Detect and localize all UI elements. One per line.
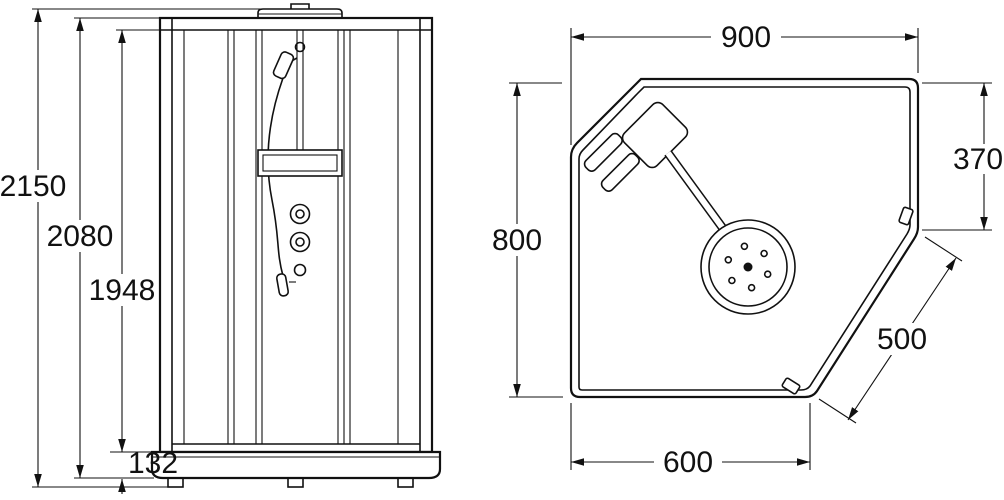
hand-shower-icon (275, 273, 296, 297)
label-mask (711, 21, 781, 53)
top-view-dimensions: 900 370 800 600 500 (483, 21, 1004, 479)
label-mask (654, 446, 722, 478)
shelf (257, 149, 343, 177)
glass-panels (183, 30, 399, 444)
label-mask (47, 220, 113, 252)
label-mask (0, 170, 66, 202)
door-hinge-top (898, 206, 914, 226)
dim-front-width-label: 600 (663, 446, 713, 479)
dim-inner-height-label: 1948 (89, 274, 156, 307)
roof-cap (257, 3, 343, 18)
front-view-dimensions: 2150 2080 1948 132 (0, 8, 291, 494)
dim-overall-depth-label: 800 (492, 224, 542, 257)
label-mask (950, 144, 1004, 174)
dim-tray-height-label: 132 (128, 447, 178, 480)
extension-lines-front (32, 8, 291, 488)
label-mask (483, 224, 551, 256)
dim-right-side-depth-label: 370 (953, 143, 1003, 176)
shower-tray (150, 450, 442, 480)
extension-lines-top (509, 28, 992, 470)
tray-feet (167, 477, 414, 488)
door-hinge-bottom (781, 377, 801, 395)
dim-cabin-height-label: 2080 (47, 220, 114, 253)
label-mask (869, 323, 935, 355)
control-knobs (289, 203, 311, 277)
overhead-shower (700, 219, 796, 315)
dim-total-height-label: 2150 (0, 170, 66, 203)
dim-overall-width-label: 900 (721, 21, 771, 54)
front-view (150, 3, 442, 488)
cabin-frame (158, 16, 434, 454)
dim-door-opening-label: 500 (877, 323, 927, 356)
shower-head-icon (272, 51, 298, 80)
shower-hose (267, 77, 284, 277)
top-view (569, 77, 920, 399)
plan-outline-inner (578, 86, 911, 391)
shower-riser (294, 30, 306, 152)
label-mask (89, 274, 155, 306)
